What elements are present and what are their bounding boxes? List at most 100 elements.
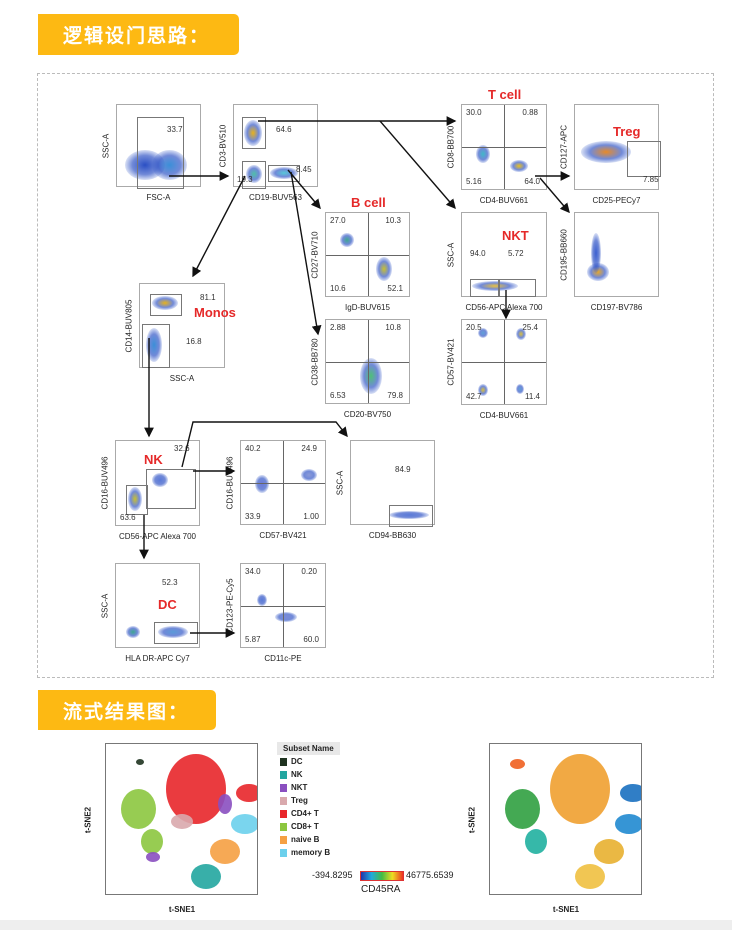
colorbar bbox=[360, 871, 404, 881]
y-axis-label: CD123-PE-Cy5 bbox=[225, 577, 235, 634]
population-title: T cell bbox=[488, 87, 522, 102]
plot-panel-monos: 81.1 16.8 Monos bbox=[139, 283, 236, 368]
quadrant-value: 27.0 bbox=[330, 216, 346, 225]
gate-value: 33.7 bbox=[167, 125, 183, 134]
legend-item: naive B bbox=[280, 835, 319, 845]
cell-population bbox=[478, 384, 488, 396]
quadrant-value: 10.6 bbox=[330, 284, 346, 293]
section-banner-results: 流式结果图： bbox=[38, 690, 216, 730]
gate-value: 32.6 bbox=[174, 444, 190, 453]
population-title: Treg bbox=[613, 124, 641, 139]
x-axis-label: CD19-BUV563 bbox=[249, 193, 302, 202]
gate-value: 84.9 bbox=[395, 465, 411, 474]
section-banner-gating: 逻辑设门思路： bbox=[38, 14, 239, 55]
quadrant-value: 52.1 bbox=[387, 284, 403, 293]
y-axis-label: SSC-A bbox=[101, 133, 111, 158]
quadrant-value: 5.16 bbox=[466, 177, 482, 186]
quadrant-value: 40.2 bbox=[245, 444, 261, 453]
x-axis-label: CD25-PECy7 bbox=[592, 196, 641, 205]
quadrant-value: 79.8 bbox=[387, 391, 403, 400]
legend-swatch bbox=[280, 810, 287, 818]
tsne-cluster bbox=[594, 839, 624, 864]
tsne-cluster bbox=[620, 784, 641, 802]
tsne-cluster bbox=[171, 814, 193, 829]
x-axis-label: CD11c-PE bbox=[264, 654, 302, 663]
gate[interactable] bbox=[150, 294, 182, 316]
legend-label: memory B bbox=[291, 848, 331, 857]
quadrant-line bbox=[504, 105, 505, 189]
gate-value: 19.3 bbox=[237, 175, 253, 184]
cell-population bbox=[376, 257, 392, 281]
legend-label: CD8+ T bbox=[291, 822, 319, 831]
legend-swatch bbox=[280, 823, 287, 831]
quadrant-value: 10.8 bbox=[385, 323, 401, 332]
legend-item: memory B bbox=[280, 848, 330, 858]
gate[interactable] bbox=[242, 161, 266, 189]
y-axis-label: CD3-BV510 bbox=[218, 124, 228, 167]
quadrant-value: 0.88 bbox=[522, 108, 538, 117]
quadrant-line bbox=[283, 441, 284, 524]
gate-value: 81.1 bbox=[200, 293, 216, 302]
gate[interactable] bbox=[137, 117, 184, 189]
cell-population bbox=[301, 469, 317, 481]
gate[interactable] bbox=[142, 324, 170, 368]
legend-swatch bbox=[280, 758, 287, 766]
legend-label: NKT bbox=[291, 783, 308, 792]
x-axis-label: CD197-BV786 bbox=[590, 303, 643, 312]
cell-population bbox=[152, 473, 168, 487]
gate[interactable] bbox=[498, 279, 536, 297]
gate-value: 64.6 bbox=[276, 125, 292, 134]
legend-swatch bbox=[280, 836, 287, 844]
quadrant-value: 34.0 bbox=[245, 567, 261, 576]
x-axis-label: HLA DR-APC Cy7 bbox=[125, 654, 190, 663]
cell-population bbox=[126, 626, 140, 638]
gate-value: 63.6 bbox=[120, 513, 136, 522]
tsne-ylabel: t-SNE2 bbox=[467, 806, 477, 834]
gate[interactable] bbox=[470, 279, 500, 297]
gate[interactable] bbox=[126, 485, 148, 515]
gate-value: 52.3 bbox=[162, 578, 178, 587]
population-title: NKT bbox=[502, 228, 529, 243]
quadrant-value: 30.0 bbox=[466, 108, 482, 117]
y-axis-label: CD16-BUV496 bbox=[225, 456, 235, 509]
cell-population bbox=[158, 626, 188, 638]
legend-label: naive B bbox=[291, 835, 320, 844]
cell-population bbox=[472, 281, 518, 291]
tsne-cluster bbox=[236, 784, 257, 802]
y-axis-label: CD14-BUV805 bbox=[124, 299, 134, 352]
quadrant-line bbox=[367, 320, 369, 403]
y-axis-label: SSC-A bbox=[100, 593, 110, 618]
gate-value: 16.8 bbox=[186, 337, 202, 346]
gate[interactable] bbox=[154, 622, 198, 644]
legend-item: CD8+ T bbox=[280, 822, 319, 832]
legend-item: Treg bbox=[280, 796, 308, 806]
quadrant-value: 10.3 bbox=[385, 216, 401, 225]
quadrant-value: 64.0 bbox=[524, 177, 540, 186]
x-axis-label: CD4-BUV661 bbox=[479, 196, 529, 205]
gate[interactable] bbox=[389, 505, 433, 527]
gate[interactable] bbox=[146, 469, 196, 509]
tsne-cluster bbox=[141, 829, 163, 854]
legend-swatch bbox=[280, 771, 287, 779]
plot-panel-cd94: 84.9 bbox=[350, 440, 435, 527]
cell-population bbox=[275, 612, 297, 622]
legend-item: CD4+ T bbox=[280, 809, 319, 819]
plot-panel-tcell: 30.0 0.88 5.16 64.0 T cell bbox=[461, 88, 547, 190]
colorbar-min: -394.8295 bbox=[312, 870, 353, 880]
tsne-cluster bbox=[146, 852, 160, 862]
footer-strip bbox=[0, 920, 732, 930]
colorbar-label: CD45RA bbox=[361, 884, 401, 895]
y-axis-label: CD127-APC bbox=[559, 124, 569, 170]
legend-swatch bbox=[280, 849, 287, 857]
population-title: Monos bbox=[194, 305, 236, 320]
cell-population bbox=[340, 233, 354, 247]
tsne-cluster bbox=[218, 794, 232, 814]
gate[interactable] bbox=[242, 117, 266, 149]
legend-item: NK bbox=[280, 770, 303, 780]
quadrant-value: 1.00 bbox=[303, 512, 319, 521]
gate[interactable] bbox=[627, 141, 661, 177]
